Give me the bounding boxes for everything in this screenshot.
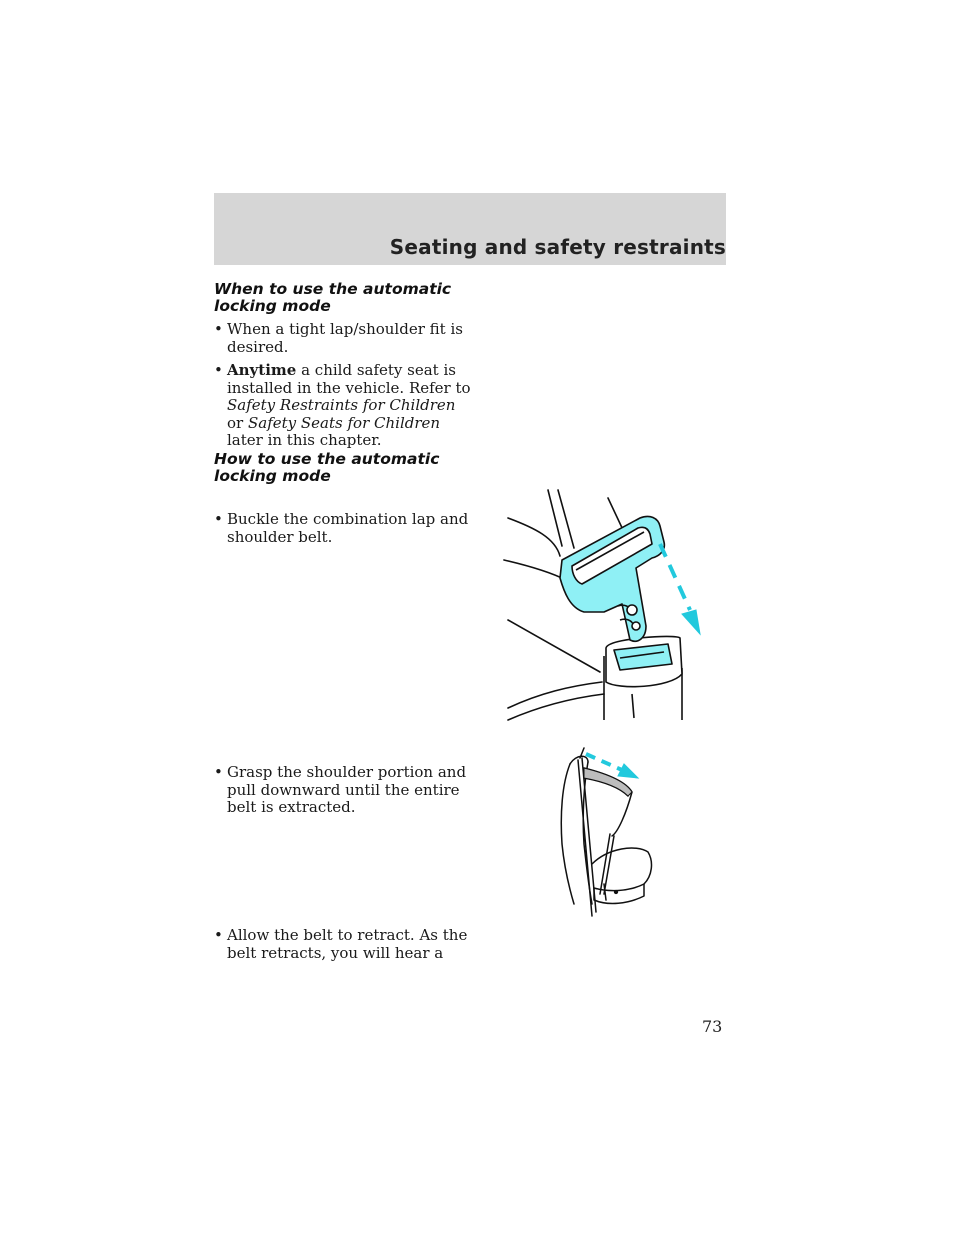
bullet-tight-fit: • When a tight lap/shoulder fit is desir… [214,320,474,356]
bullet-text: Allow the belt to retract. As the belt r… [227,926,468,962]
section-heading-when: When to use the automatic locking mode [214,280,452,315]
header-band: Seating and safety restraints [214,193,726,265]
buckle-insert-illustration [503,489,701,721]
bullet-dot: • [214,763,223,781]
seat-belt-extract-illustration [560,747,653,917]
section-heading-how: How to use the automatic locking mode [214,450,440,485]
bullet-text: When a tight lap/shoulder fit is desired… [227,320,463,356]
page-number: 73 [702,1017,723,1036]
bullet-buckle: • Buckle the combination lap and shoulde… [214,510,474,546]
bullet-retract: • Allow the belt to retract. As the belt… [214,926,474,962]
bullet-anytime: • Anytime a child safety seat is install… [214,361,474,450]
bullet-dot: • [214,361,223,379]
bullet-text: Grasp the shoulder portion and pull down… [227,763,467,817]
bullet-dot: • [214,510,223,528]
bullet-text: Anytime a child safety seat is installed… [227,361,471,450]
bullet-grasp: • Grasp the shoulder portion and pull do… [214,763,474,817]
bullet-text: Buckle the combination lap and shoulder … [227,510,469,546]
chapter-title: Seating and safety restraints [389,235,726,259]
bullet-dot: • [214,320,223,338]
bullet-dot: • [214,926,223,944]
